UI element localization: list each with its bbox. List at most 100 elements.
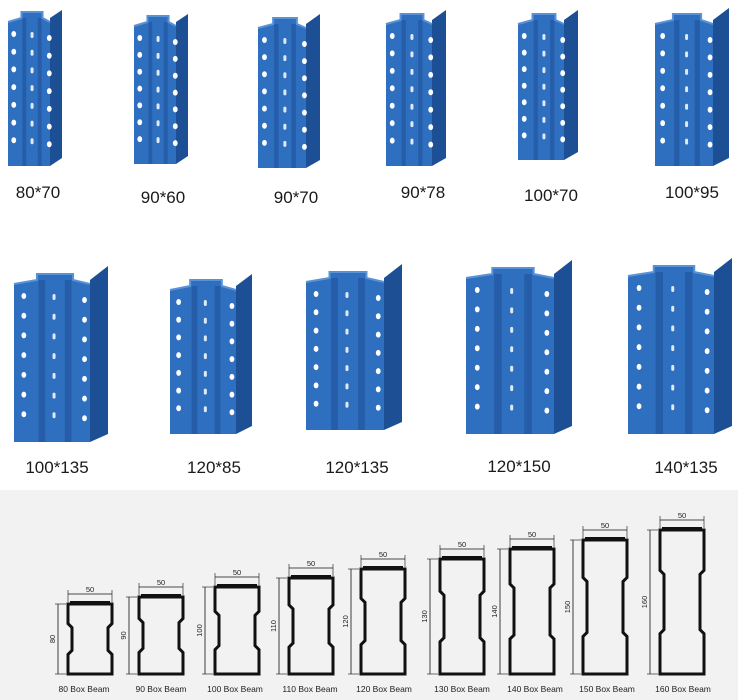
upright-hole — [229, 409, 235, 416]
beam-outline — [508, 547, 556, 676]
upright-slot — [510, 307, 514, 314]
upright-hole — [172, 72, 178, 79]
upright-hole — [176, 352, 182, 359]
upright-hole — [46, 35, 52, 41]
upright-hole — [544, 368, 550, 375]
upright-slot — [30, 85, 34, 92]
upright-hole — [375, 368, 381, 375]
upright-slot — [671, 325, 675, 332]
upright-hole — [176, 299, 182, 305]
upright-hole — [176, 369, 182, 376]
upright-hole — [176, 405, 182, 412]
upright-profile-drawing — [305, 264, 402, 430]
upright-hole — [302, 75, 307, 82]
beam-width-dimension: 50 — [678, 511, 686, 520]
beam-height-dimension: 110 — [269, 620, 278, 632]
upright-hole — [474, 306, 480, 313]
beam-label: 110 Box Beam — [282, 684, 338, 694]
upright-slot — [345, 383, 349, 390]
upright-80x70 — [7, 8, 66, 176]
upright-hole — [474, 364, 480, 371]
beam-height-dimension: 100 — [195, 624, 204, 637]
upright-hole — [707, 141, 713, 148]
upright-hole — [137, 102, 143, 109]
box-beam-110: 50 110 — [269, 556, 339, 678]
beam-width-dimension: 50 — [86, 585, 94, 594]
upright-label: 100*95 — [665, 183, 719, 202]
upright-label: 80*70 — [15, 183, 61, 202]
upright-hole — [137, 35, 143, 41]
upright-profile-drawing — [7, 10, 62, 166]
upright-hole — [560, 53, 566, 60]
upright-hole — [704, 289, 710, 295]
upright-hole — [704, 407, 710, 414]
upright-hole — [21, 371, 27, 378]
upright-slot — [542, 34, 546, 40]
upright-slot — [52, 392, 56, 399]
upright-hole — [137, 68, 143, 75]
upright-label: 90*78 — [400, 183, 446, 202]
upright-slot — [510, 385, 514, 392]
beam-width-dimension: 50 — [307, 559, 315, 568]
upright-hole — [560, 103, 566, 110]
upright-slot — [203, 335, 207, 342]
beam-outline — [66, 602, 114, 676]
beam-height-dimension: 150 — [563, 601, 572, 614]
upright-hole — [560, 119, 566, 126]
upright-hole — [313, 400, 319, 407]
upright-hole — [521, 132, 527, 139]
upright-hole — [375, 295, 381, 301]
box-beam-160: 50 160 — [640, 508, 710, 678]
upright-label: 90*70 — [273, 188, 319, 207]
upright-slot — [671, 286, 675, 292]
upright-hole — [560, 86, 566, 93]
upright-hole — [521, 82, 527, 89]
upright-hole — [137, 85, 143, 92]
beam-outline — [658, 528, 706, 676]
upright-hole — [389, 137, 395, 144]
upright-hole — [521, 66, 527, 73]
upright-hole — [82, 375, 87, 382]
upright-slot — [52, 353, 56, 360]
beam-width-dimension: 50 — [157, 578, 165, 587]
upright-hole — [302, 143, 307, 150]
upright-hole — [660, 120, 666, 127]
upright-profile-drawing — [13, 266, 108, 442]
upright-hole — [262, 139, 267, 146]
upright-label: 120*150 — [487, 457, 551, 476]
upright-slot — [345, 401, 349, 408]
upright-slot — [510, 404, 514, 411]
upright-label: 120*85 — [187, 458, 241, 477]
upright-hole — [172, 106, 178, 113]
upright-label: 140*135 — [654, 458, 718, 477]
upright-hole — [389, 102, 395, 109]
upright-hole — [704, 348, 710, 355]
upright-hole — [262, 88, 267, 95]
upright-hole — [636, 403, 642, 410]
upright-hole — [660, 67, 666, 74]
upright-hole — [704, 308, 710, 315]
upright-hole — [660, 137, 666, 144]
upright-hole — [704, 367, 710, 374]
upright-hole — [302, 126, 307, 133]
upright-hole — [389, 85, 395, 92]
upright-profiles-panel: 80*70 90*60 90*70 90*78 100*70 100*95 10… — [7, 8, 732, 477]
beam-height-dimension: 160 — [640, 596, 649, 609]
upright-hole — [474, 345, 480, 352]
upright-label: 120*135 — [325, 458, 389, 477]
upright-120x150 — [465, 258, 576, 450]
upright-hole — [389, 120, 395, 127]
upright-hole — [21, 352, 27, 359]
upright-120x85 — [169, 272, 256, 448]
upright-label: 90*60 — [140, 188, 186, 207]
upright-hole — [82, 356, 87, 363]
upright-hole — [707, 106, 713, 113]
beam-outline — [438, 557, 486, 676]
